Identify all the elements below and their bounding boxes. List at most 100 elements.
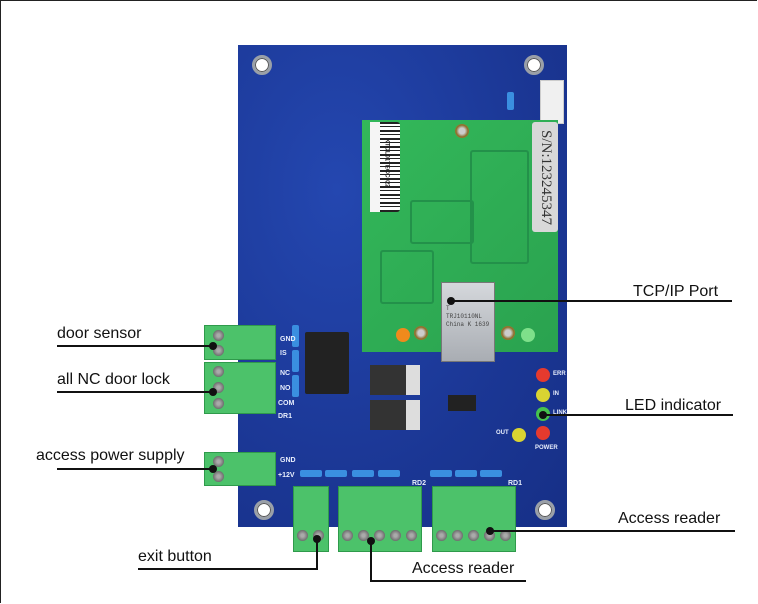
silk-led-out: OUT: [496, 430, 509, 436]
silk-nc: NC: [280, 370, 291, 377]
led-out: [512, 428, 526, 442]
terminal-screw: [452, 530, 463, 541]
callout-dot: [209, 342, 217, 350]
terminal-screw: [213, 456, 224, 467]
callout-power-supply: access power supply: [36, 447, 185, 464]
silk-led-in: IN: [553, 391, 559, 397]
serial-number-text: S/N:123245347: [537, 129, 554, 225]
mount-hole-bottom-left: [254, 500, 274, 520]
silk-power-gnd: GND: [280, 457, 296, 464]
jumper-door: [292, 350, 299, 372]
pcb-trace: [470, 150, 529, 264]
callout-line: [490, 530, 735, 532]
callout-access-reader-2: Access reader: [412, 560, 515, 577]
terminal-screw: [213, 398, 224, 409]
callout-line: [370, 580, 526, 582]
callout-line: [543, 414, 733, 416]
pcb-trace: [380, 250, 434, 304]
callout-dot: [539, 411, 547, 419]
callout-dot: [209, 388, 217, 396]
pcb-trace: [410, 200, 474, 244]
callout-door-lock: all NC door lock: [57, 371, 170, 388]
silk-com: COM: [278, 400, 295, 407]
terminal-exit-button: [293, 486, 329, 552]
terminal-screw: [436, 530, 447, 541]
callout-exit-button: exit button: [138, 548, 212, 565]
rj45-model: TRJ10110NL: [446, 313, 483, 320]
rj45-markings: T TRJ10110NL China K 1639: [446, 305, 489, 329]
jumper-reader: [378, 470, 400, 477]
terminal-screw: [358, 530, 369, 541]
jumper-reader: [352, 470, 374, 477]
ic-chip: [448, 395, 476, 411]
silk-is: IS: [280, 350, 287, 357]
terminal-screw: [374, 530, 385, 541]
led-err: [536, 368, 550, 382]
terminal-access-reader-2: [338, 486, 422, 552]
led-green-module: [521, 328, 535, 342]
callout-door-sensor: door sensor: [57, 325, 142, 342]
callout-tcpip-port: TCP/IP Port: [633, 283, 719, 300]
module-screw: [455, 124, 469, 138]
callout-line: [450, 300, 732, 302]
mount-hole-bottom-right: [535, 500, 555, 520]
rj45-port: T TRJ10110NL China K 1639: [441, 282, 495, 362]
silk-led-err: ERR: [553, 371, 566, 377]
silk-gnd: GND: [280, 336, 296, 343]
terminal-screw: [213, 366, 224, 377]
led-in: [536, 388, 550, 402]
callout-dot: [209, 465, 217, 473]
terminal-screw: [213, 330, 224, 341]
jumper-reader: [430, 470, 452, 477]
silk-power: POWER: [535, 445, 558, 451]
led-power: [536, 426, 550, 440]
callout-line: [316, 538, 318, 570]
terminal-screw: [390, 530, 401, 541]
terminal-screw: [213, 345, 224, 356]
jumper-door: [292, 375, 299, 397]
relay: [305, 332, 349, 394]
terminal-access-reader-1: [432, 486, 516, 552]
silk-dr1: DR1: [278, 413, 293, 420]
terminal-screw: [297, 530, 308, 541]
silk-rd2: RD2: [412, 480, 427, 487]
rj45-brand: T: [446, 305, 450, 312]
white-connector: [540, 80, 564, 124]
jumper-door: [292, 325, 299, 347]
callout-dot: [313, 535, 321, 543]
serial-number-label: S/N:123245347: [532, 122, 558, 232]
callout-line: [57, 468, 213, 470]
barcode-label: [370, 122, 400, 212]
module-screw: [501, 326, 515, 340]
mount-hole-top-left: [252, 55, 272, 75]
terminal-screw: [213, 382, 224, 393]
jumper-reader: [325, 470, 347, 477]
callout-line: [57, 391, 213, 393]
callout-dot: [367, 537, 375, 545]
silk-led-link: LINK: [553, 410, 567, 416]
led-orange: [396, 328, 410, 342]
terminal-screw: [484, 530, 495, 541]
callout-dot: [486, 527, 494, 535]
silk-power-12v: +12V: [278, 472, 295, 479]
voltage-regulator: [370, 400, 420, 430]
rj45-origin: China K 1639: [446, 321, 490, 328]
callout-line: [57, 345, 213, 347]
jumper-top: [507, 92, 514, 110]
jumper-reader: [300, 470, 322, 477]
callout-led-indicator: LED indicator: [625, 397, 722, 414]
terminal-screw: [406, 530, 417, 541]
jumper-reader: [455, 470, 477, 477]
silk-no: NO: [280, 385, 291, 392]
callout-access-reader-1: Access reader: [618, 510, 721, 527]
voltage-regulator: [370, 365, 420, 395]
callout-line: [138, 568, 318, 570]
module-screw: [414, 326, 428, 340]
terminal-screw: [213, 471, 224, 482]
callout-line: [370, 540, 372, 582]
callout-dot: [447, 297, 455, 305]
terminal-screw: [500, 530, 511, 541]
terminal-screw: [468, 530, 479, 541]
terminal-screw: [342, 530, 353, 541]
